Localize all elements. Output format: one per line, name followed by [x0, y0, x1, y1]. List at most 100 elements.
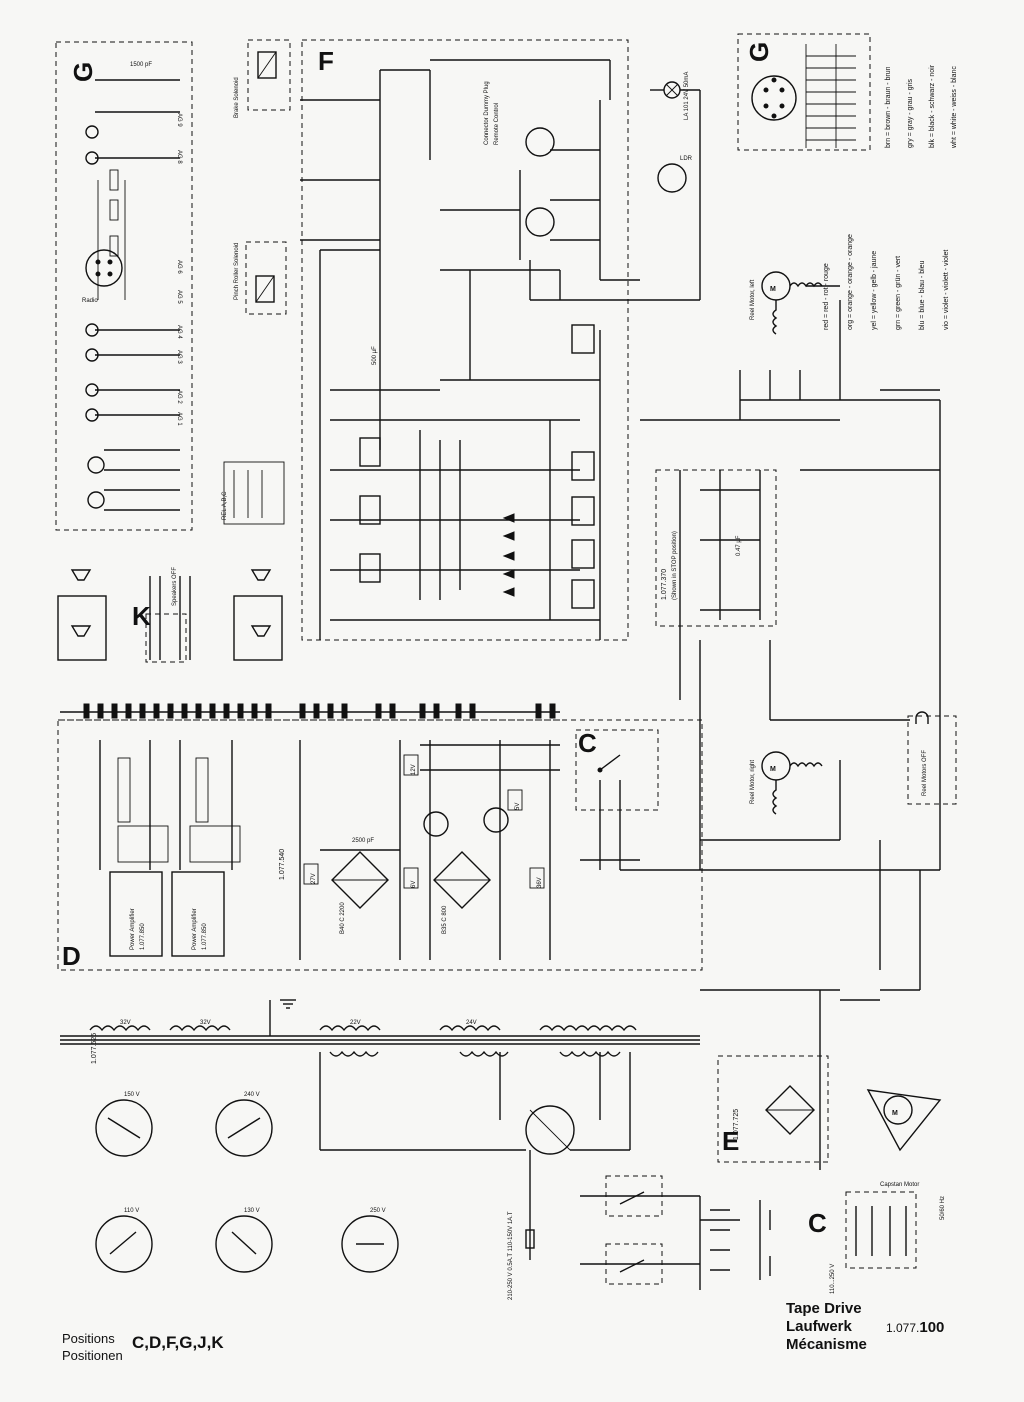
relay-c-coil: [359, 437, 381, 467]
color-code-grn: grn = green - grün - vert: [895, 256, 902, 330]
section-f: F Brake Solenoid Pinch Roller Solenoid: [234, 39, 678, 641]
remote-control-label: Remote Control: [494, 103, 500, 145]
voltage-tags: 27V 6V 12V 5V 36V: [303, 754, 545, 889]
speaker-section: K Speakers OFF: [57, 567, 283, 663]
positions-codes: C,D,F,G,J,K: [132, 1333, 224, 1352]
rectifier-bridge-e: [765, 1085, 815, 1135]
part-number-suffix: 100: [919, 1319, 945, 1336]
color-code-wht: wht = white - weiss - blanc: [951, 66, 958, 149]
remote-din-socket: [751, 75, 797, 121]
svg-text:M: M: [770, 286, 776, 293]
color-code-yel: yel = yellow - gelb - jaune: [871, 251, 878, 330]
positions-label-de: Positionen: [62, 1348, 123, 1363]
radio-label: Radio: [82, 298, 98, 304]
relay-table: REL A,B,C: [222, 461, 285, 525]
input-jack-rows: [85, 323, 180, 511]
title-fr: Mécanisme: [786, 1336, 867, 1353]
jack-labels: AG 9 AG 8 AG 6 AG 5 AG 4 AG 3 AG 2 AG 1: [176, 113, 182, 426]
title-de: Laufwerk: [786, 1318, 852, 1335]
relay-b-coil: [359, 495, 381, 525]
ldr-label: LDR: [680, 156, 693, 162]
lamp-label: LA 101 24V 50mA: [684, 72, 690, 120]
color-code-gry: gry = gray - grau - gris: [907, 78, 914, 148]
section-letter-g-left: G: [68, 62, 98, 82]
section-letter-k: K: [132, 601, 151, 631]
radio-din-socket: [85, 249, 123, 287]
svg-text:24V: 24V: [466, 1020, 477, 1026]
power-amp-2: [171, 871, 225, 957]
svg-text:5V: 5V: [515, 803, 521, 810]
output-jack-ch2: [85, 125, 99, 139]
section-letter-e: E: [722, 1126, 739, 1156]
speaker-icon: [70, 569, 92, 581]
svg-text:12V: 12V: [411, 764, 417, 775]
part-number: 1.077.100: [886, 1319, 944, 1336]
jack-label-ag6: AG 6: [176, 260, 182, 274]
play-switch: [571, 451, 595, 481]
title-block: Tape Drive Laufwerk Mécanisme: [786, 1300, 867, 1354]
relay-a-coil: [359, 553, 381, 583]
jack-label-ag3: AG 3: [176, 350, 182, 364]
diode-matrix: [502, 513, 515, 597]
power-amp-1: [109, 871, 163, 957]
color-code-blk: blk = black - schwarz - noir: [929, 64, 936, 148]
section-d: D 1.077.540 Power Amplifier 1.077.850 Po…: [57, 719, 703, 971]
positions-label-en: Positions: [62, 1331, 115, 1346]
reel-motors-off-label: Reel Motors OFF: [922, 750, 928, 796]
speaker-icon: [250, 569, 272, 581]
reel-motor-right: M Reel Motor, right Reel Motors OFF: [620, 640, 957, 970]
module-1077370: 1.077.370: [661, 569, 668, 600]
power-amp-1-number: 1.077.850: [140, 923, 146, 950]
capstan-motor-symbol: [883, 1095, 913, 1125]
transistor-supply-2: [483, 807, 509, 833]
cap-1500-label: 1500 pF: [130, 62, 152, 68]
svg-text:27V: 27V: [311, 873, 317, 884]
svg-text:32V: 32V: [120, 1020, 131, 1026]
svg-text:6V: 6V: [411, 881, 417, 888]
speakers-off-label: Speakers OFF: [172, 567, 178, 606]
positions-label: Positions Positionen: [62, 1330, 123, 1364]
rectifier-bridge-2: B35 C 800: [433, 851, 491, 934]
power-amp-1-label: Power Amplifier: [130, 908, 136, 950]
speaker-icon: [70, 625, 92, 637]
voltage-selector-disc: [525, 1105, 575, 1155]
svg-text:M: M: [892, 1110, 898, 1117]
color-code-brn: brn = brown - braun - brun: [885, 66, 892, 148]
section-g-right: G: [737, 33, 871, 151]
module-1077725: 1.077.725: [733, 1109, 740, 1140]
rew-switch: [571, 579, 595, 609]
relay-table-label: REL A,B,C: [222, 491, 228, 520]
reel-motor-right-label: Reel Motor, right: [750, 760, 756, 804]
selector-150v: 150 V: [124, 1092, 140, 1098]
power-amp-2-label: Power Amplifier: [192, 908, 198, 950]
rc-network: 0.47 µF: [640, 389, 941, 870]
fuse-label: 210-250 V 0.5A.T 110-150V 1A.T: [508, 1211, 514, 1300]
capstan-motor-windings: [866, 1089, 942, 1152]
module-1077540: 1.077.540: [279, 849, 286, 880]
selector-110v: 110 V: [124, 1208, 139, 1214]
pinch-solenoid-label: Pinch Roller Solenoid: [234, 243, 240, 300]
mains-transformer: 1.077.525 32V 32V 22V 24V: [60, 999, 700, 1064]
cap-2500-label: 2500 pF: [352, 838, 374, 844]
transistor-q111: [525, 207, 555, 237]
bridge-2-label: B35 C 800: [442, 905, 448, 934]
color-code-red: red = red - rot - rouge: [823, 263, 830, 330]
section-c-middle: C: [575, 728, 659, 870]
transistor-q112: [525, 127, 555, 157]
section-letter-f: F: [318, 46, 334, 76]
jack-label-ag5: AG 5: [176, 290, 182, 304]
svg-text:32V: 32V: [200, 1020, 211, 1026]
connector-strip: [60, 703, 560, 721]
reel-motor-left: M Reel Motor, left: [739, 271, 940, 420]
module-1077525: 1.077.525: [91, 1033, 98, 1064]
selector-positions: 150 V 240 V 110 V 130 V 250 V: [95, 1092, 399, 1273]
stop-switch: [571, 496, 595, 526]
jack-label-ag4: AG 4: [176, 325, 182, 339]
amp-pin-blocks: [99, 740, 241, 870]
bridge-1-label: B40 C 2200: [340, 902, 346, 934]
brake-solenoid-label: Brake Solenoid: [234, 77, 240, 118]
mains-fuse: [525, 1229, 535, 1249]
ldr: [657, 163, 687, 193]
power-amp-2-number: 1.077.850: [202, 923, 208, 950]
